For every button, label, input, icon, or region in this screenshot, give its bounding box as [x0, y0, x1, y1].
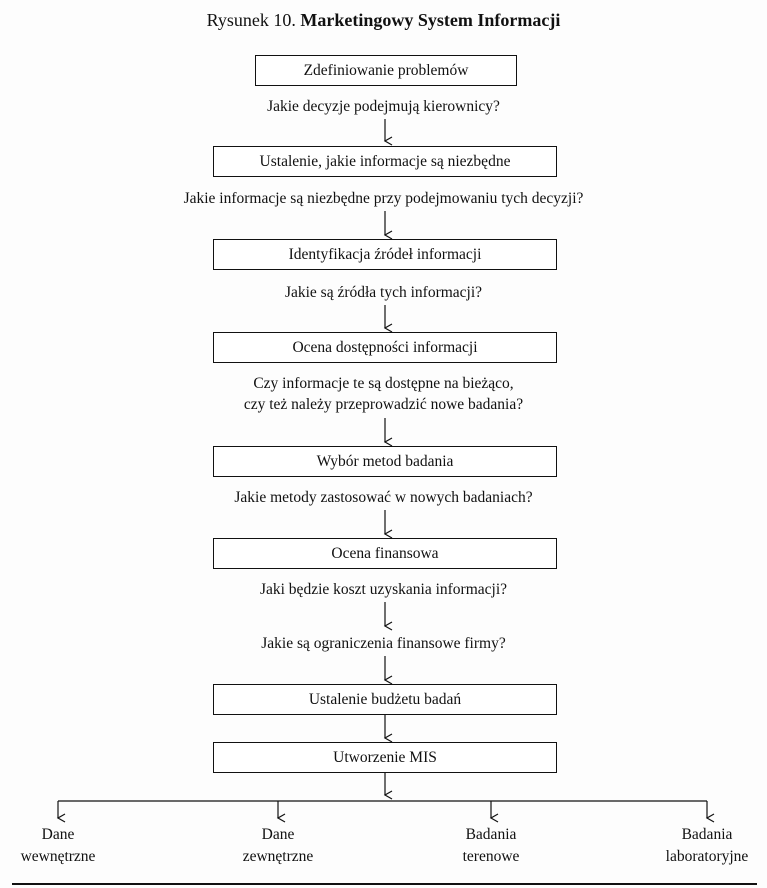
step-label: Ocena finansowa: [331, 544, 439, 562]
step-label: Ocena dostępności informacji: [292, 338, 478, 356]
output-line: laboratoryjne: [665, 848, 749, 865]
question-line: Jaki będzie koszt uzyskania informacji?: [259, 581, 508, 598]
step-label: Wybór metod badania: [316, 452, 454, 470]
question-line: Jakie są źródła tych informacji?: [284, 284, 483, 301]
step-set-research-budget: Ustalenie budżetu badań: [213, 684, 557, 715]
question-sources: Jakie są źródła tych informacji?: [0, 282, 767, 303]
step-choose-research-methods: Wybór metod badania: [213, 446, 557, 477]
question-info-needed: Jakie informacje są niezbędne przy podej…: [0, 188, 767, 209]
question-methods: Jakie metody zastosować w nowych badania…: [0, 487, 767, 508]
output-line: terenowe: [462, 848, 520, 865]
output-field-research: Badania terenowe: [411, 824, 571, 868]
step-label: Ustalenie budżetu badań: [308, 690, 462, 708]
output-line: Dane: [261, 826, 295, 843]
question-line: Jakie informacje są niezbędne przy podej…: [183, 190, 584, 207]
output-line: zewnętrzne: [242, 848, 314, 865]
step-define-problems: Zdefiniowanie problemów: [255, 55, 517, 86]
output-lab-research: Badania laboratoryjne: [627, 824, 767, 868]
step-financial-assessment: Ocena finansowa: [213, 538, 557, 569]
step-label: Utworzenie MIS: [333, 748, 437, 766]
figure-title-text: Marketingowy System Informacji: [300, 10, 561, 30]
step-label: Zdefiniowanie problemów: [303, 61, 469, 79]
question-managers-decisions: Jakie decyzje podejmują kierownicy?: [0, 96, 767, 117]
output-internal-data: Dane wewnętrzne: [0, 824, 138, 868]
output-line: wewnętrzne: [20, 848, 96, 865]
output-line: Dane: [41, 826, 75, 843]
step-assess-availability: Ocena dostępności informacji: [213, 332, 557, 363]
output-external-data: Dane zewnętrzne: [198, 824, 358, 868]
question-financial-limits: Jakie są ograniczenia finansowe firmy?: [0, 633, 767, 654]
question-line: Czy informacje te są dostępne na bieżąco…: [253, 375, 514, 392]
question-availability: Czy informacje te są dostępne na bieżąco…: [0, 373, 767, 415]
figure-title: Rysunek 10. Marketingowy System Informac…: [0, 10, 767, 31]
step-create-mis: Utworzenie MIS: [213, 742, 557, 773]
step-label: Ustalenie, jakie informacje są niezbędne: [259, 152, 511, 170]
question-line: Jakie są ograniczenia finansowe firmy?: [261, 635, 506, 652]
question-cost: Jaki będzie koszt uzyskania informacji?: [0, 579, 767, 600]
question-line: czy też należy przeprowadzić nowe badani…: [243, 396, 524, 413]
output-line: Badania: [465, 826, 517, 843]
step-identify-sources: Identyfikacja źródeł informacji: [213, 239, 557, 270]
question-line: Jakie decyzje podejmują kierownicy?: [267, 98, 500, 115]
output-line: Badania: [681, 826, 733, 843]
question-line: Jakie metody zastosować w nowych badania…: [234, 489, 533, 506]
step-determine-needed-info: Ustalenie, jakie informacje są niezbędne: [213, 146, 557, 177]
figure-number: Rysunek 10.: [206, 10, 296, 30]
step-label: Identyfikacja źródeł informacji: [288, 245, 482, 263]
